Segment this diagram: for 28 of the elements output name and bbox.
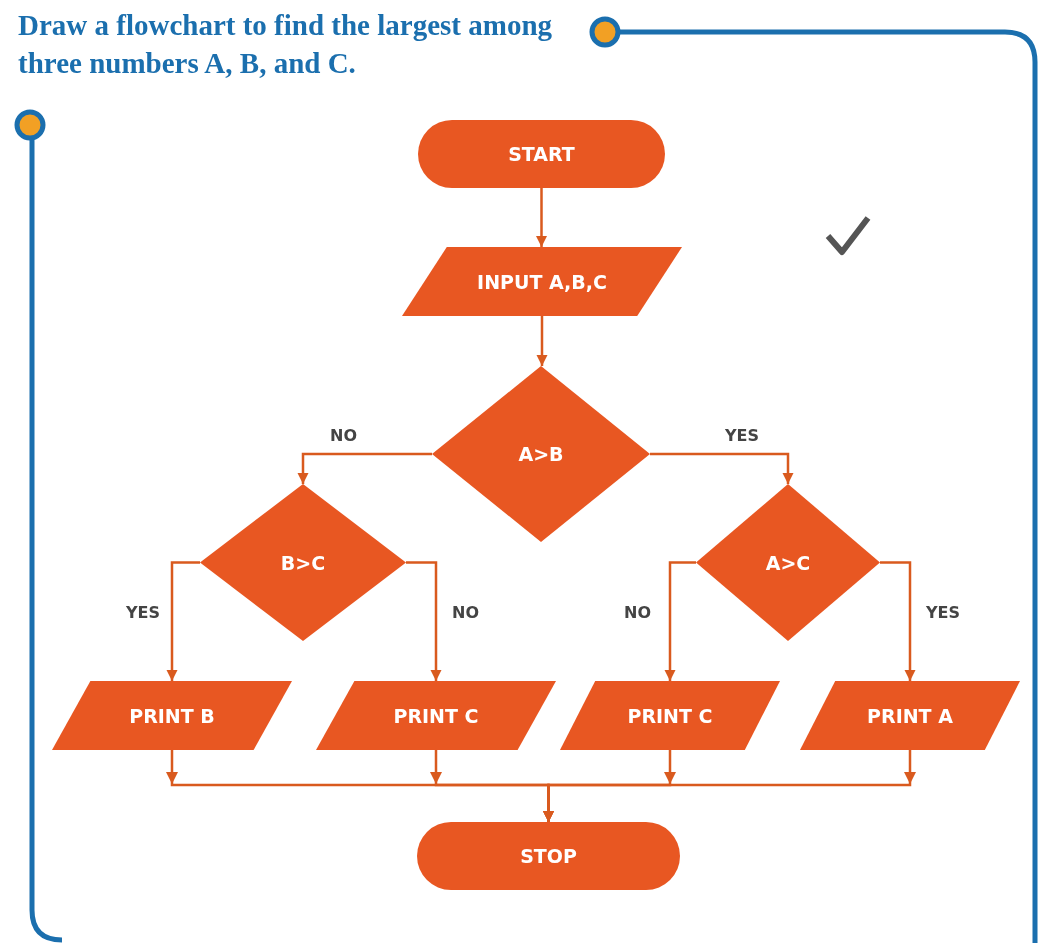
node-label: B>C (280, 551, 326, 574)
node-label: STOP (520, 845, 577, 867)
arrow (880, 561, 916, 681)
node-label: PRINT A (867, 704, 953, 727)
arrow (535, 188, 548, 247)
node-label: START (508, 143, 575, 165)
io-parallelogram (402, 247, 682, 316)
node-label: PRINT C (627, 704, 713, 727)
node-label: A>B (518, 443, 564, 465)
io-parallelogram (560, 681, 780, 750)
arrow (650, 452, 794, 484)
node-label: A>C (765, 551, 811, 574)
io-parallelogram (52, 681, 292, 750)
decision-diamond (200, 484, 406, 641)
title: Draw a flowchart to find the largest among three numbers A, B, and C. (18, 8, 553, 81)
node-label: PRINT B (129, 704, 215, 727)
decision-diamond (432, 366, 650, 542)
arrow (166, 561, 200, 681)
arrow (664, 561, 696, 681)
arrow (406, 561, 442, 681)
decision-diamond (696, 484, 880, 641)
io-parallelogram (800, 681, 1020, 750)
arrow (542, 750, 916, 822)
node-label: PRINT C (393, 704, 479, 727)
node-label: INPUT A,B,C (477, 270, 607, 293)
arrow (536, 316, 548, 366)
arrow (297, 452, 432, 484)
io-parallelogram (316, 681, 556, 750)
